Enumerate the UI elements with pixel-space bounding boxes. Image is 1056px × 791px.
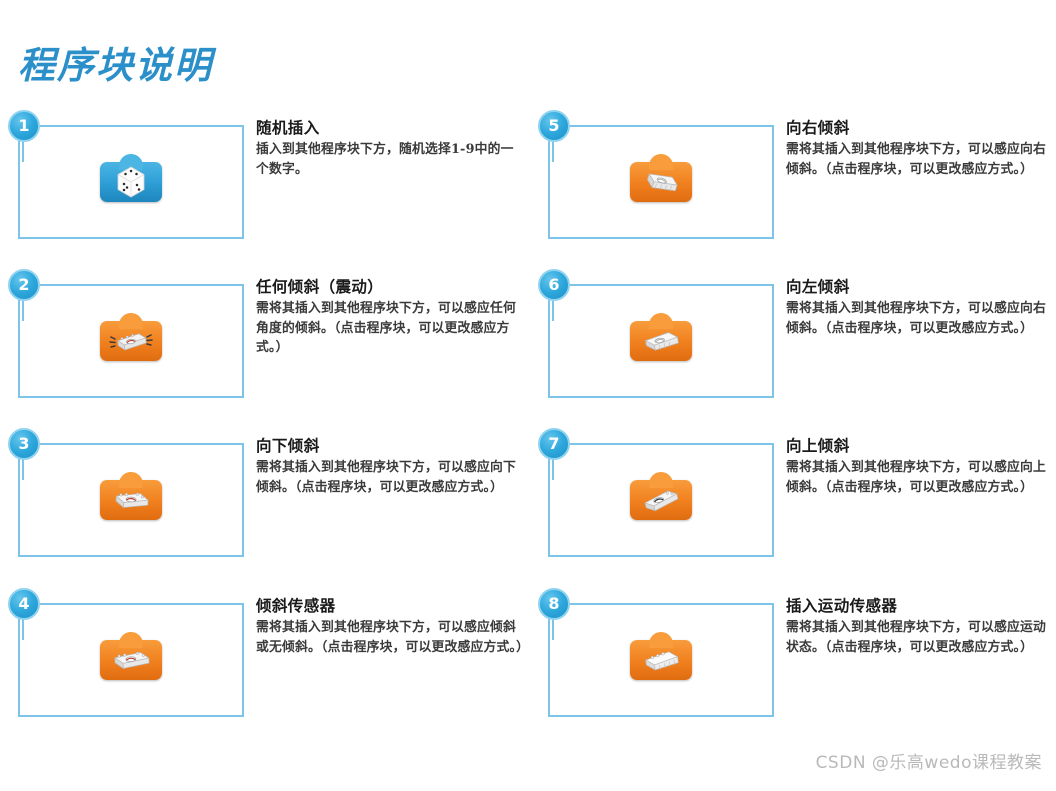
wedo-tilt-sensor-block <box>100 632 162 680</box>
entry-text: 向右倾斜 需将其插入到其他程序块下方，可以感应向右倾斜。（点击程序块，可以更改感… <box>786 118 1054 179</box>
entry-title: 随机插入 <box>256 118 320 137</box>
badge-stem <box>552 618 554 640</box>
entry-text: 向下倾斜 需将其插入到其他程序块下方，可以感应向下倾斜。（点击程序块，可以更改感… <box>256 436 524 497</box>
icon-wrap <box>18 443 244 557</box>
badge-stem <box>22 140 24 162</box>
entry-title: 倾斜传感器 <box>256 596 336 615</box>
wedo-motion-sensor-block <box>630 632 692 680</box>
icon-wrap <box>18 125 244 239</box>
entry-title: 任何倾斜（震动） <box>256 277 384 296</box>
tilt-left-icon <box>644 332 679 351</box>
wedo-tilt-down-block <box>100 472 162 520</box>
badge-number: 5 <box>538 110 570 142</box>
icon-wrap <box>18 284 244 398</box>
icon-wrap <box>548 603 774 717</box>
tilt-up-icon <box>644 490 679 512</box>
entry-title: 向下倾斜 <box>256 436 320 455</box>
entry-title: 向右倾斜 <box>786 118 850 137</box>
entry-title: 插入运动传感器 <box>786 596 898 615</box>
entry-text: 随机插入 插入到其他程序块下方，随机选择1-9中的一个数字。 <box>256 118 524 179</box>
badge-stem <box>552 458 554 480</box>
entry-description: 需将其插入到其他程序块下方，可以感应任何角度的倾斜。（点击程序块，可以更改感应方… <box>256 301 516 356</box>
entry-description: 插入到其他程序块下方，随机选择1-9中的一个数字。 <box>256 142 514 177</box>
entry-description: 需将其插入到其他程序块下方，可以感应向右倾斜。（点击程序块，可以更改感应方式。） <box>786 301 1046 336</box>
program-block-entry-5: 5 向右倾斜 需将其插入到其他程序块下方，可以感应向右倾斜。（点击程序块，可以更… <box>538 110 1056 270</box>
entry-text: 向左倾斜 需将其插入到其他程序块下方，可以感应向右倾斜。（点击程序块，可以更改感… <box>786 277 1054 338</box>
badge-stem <box>22 458 24 480</box>
icon-wrap <box>548 443 774 557</box>
entry-description: 需将其插入到其他程序块下方，可以感应向下倾斜。（点击程序块，可以更改感应方式。） <box>256 460 516 495</box>
program-block-entry-2: 2 任何倾斜（震动） 需将其插入到其他程序块下方，可以感应任何角度的倾斜。（点击… <box>8 269 528 429</box>
entry-title: 向左倾斜 <box>786 277 850 296</box>
badge-stem <box>552 140 554 162</box>
badge-number: 3 <box>8 428 40 460</box>
icon-wrap <box>548 125 774 239</box>
motion-sensor-icon <box>644 651 679 671</box>
tilt-down-icon <box>115 492 149 509</box>
program-block-entry-4: 4 倾斜传感器 需将其插入到其他程序块下方，可以感应倾斜或无倾斜。（点击程序块，… <box>8 588 530 748</box>
icon-wrap <box>18 603 244 717</box>
wedo-tilt-any-shake-block <box>100 313 162 361</box>
badge-number: 8 <box>538 588 570 620</box>
badge-number: 1 <box>8 110 40 142</box>
badge-stem <box>552 299 554 321</box>
entry-description: 需将其插入到其他程序块下方，可以感应向右倾斜。（点击程序块，可以更改感应方式。） <box>786 142 1046 177</box>
csdn-watermark: CSDN @乐高wedo课程教案 <box>815 753 1042 773</box>
program-block-entry-3: 3 向下倾斜 需将其插入到其他程序块下方，可以感应向下倾斜。（点击程序块，可以更… <box>8 428 528 588</box>
entry-description: 需将其插入到其他程序块下方，可以感应运动状态。（点击程序块，可以更改感应方式。） <box>786 620 1046 655</box>
badge-number: 6 <box>538 269 570 301</box>
wedo-tilt-right-block <box>630 154 692 202</box>
program-block-entry-8: 8 插入运动传感器 需将其插入到其他程序块下方，可以感应运动状态。（点击程序块，… <box>538 588 1056 748</box>
entry-text: 任何倾斜（震动） 需将其插入到其他程序块下方，可以感应任何角度的倾斜。（点击程序… <box>256 277 524 358</box>
tilt-right-icon <box>646 173 678 192</box>
entry-text: 向上倾斜 需将其插入到其他程序块下方，可以感应向上倾斜。（点击程序块，可以更改感… <box>786 436 1054 497</box>
entry-description: 需将其插入到其他程序块下方，可以感应倾斜或无倾斜。（点击程序块，可以更改感应方式… <box>256 620 530 655</box>
page-title: 程序块说明 <box>18 43 213 87</box>
wedo-random-dice-block <box>100 154 162 202</box>
badge-number: 2 <box>8 269 40 301</box>
program-block-entry-1: 1 随机插入 插入到其他程序块下方，随机选择1-9中的一个数字。 <box>8 110 528 270</box>
tilt-sensor-icon <box>113 651 150 670</box>
tilt-any-shake-icon <box>109 333 153 351</box>
entry-text: 倾斜传感器 需将其插入到其他程序块下方，可以感应倾斜或无倾斜。（点击程序块，可以… <box>256 596 530 657</box>
icon-wrap <box>548 284 774 398</box>
entry-title: 向上倾斜 <box>786 436 850 455</box>
badge-number: 4 <box>8 588 40 620</box>
badge-stem <box>22 618 24 640</box>
badge-stem <box>22 299 24 321</box>
badge-number: 7 <box>538 428 570 460</box>
program-block-entry-6: 6 向左倾斜 需将其插入到其他程序块下方，可以感应向右倾斜。（点击程序块，可以更… <box>538 269 1056 429</box>
dice-icon <box>117 166 145 198</box>
wedo-tilt-up-block <box>630 472 692 520</box>
program-block-entry-7: 7 向上倾斜 需将其插入到其他程序块下方，可以感应向上倾斜。（点击程序块，可以更… <box>538 428 1056 588</box>
wedo-tilt-left-block <box>630 313 692 361</box>
entry-description: 需将其插入到其他程序块下方，可以感应向上倾斜。（点击程序块，可以更改感应方式。） <box>786 460 1046 495</box>
entry-text: 插入运动传感器 需将其插入到其他程序块下方，可以感应运动状态。（点击程序块，可以… <box>786 596 1054 657</box>
